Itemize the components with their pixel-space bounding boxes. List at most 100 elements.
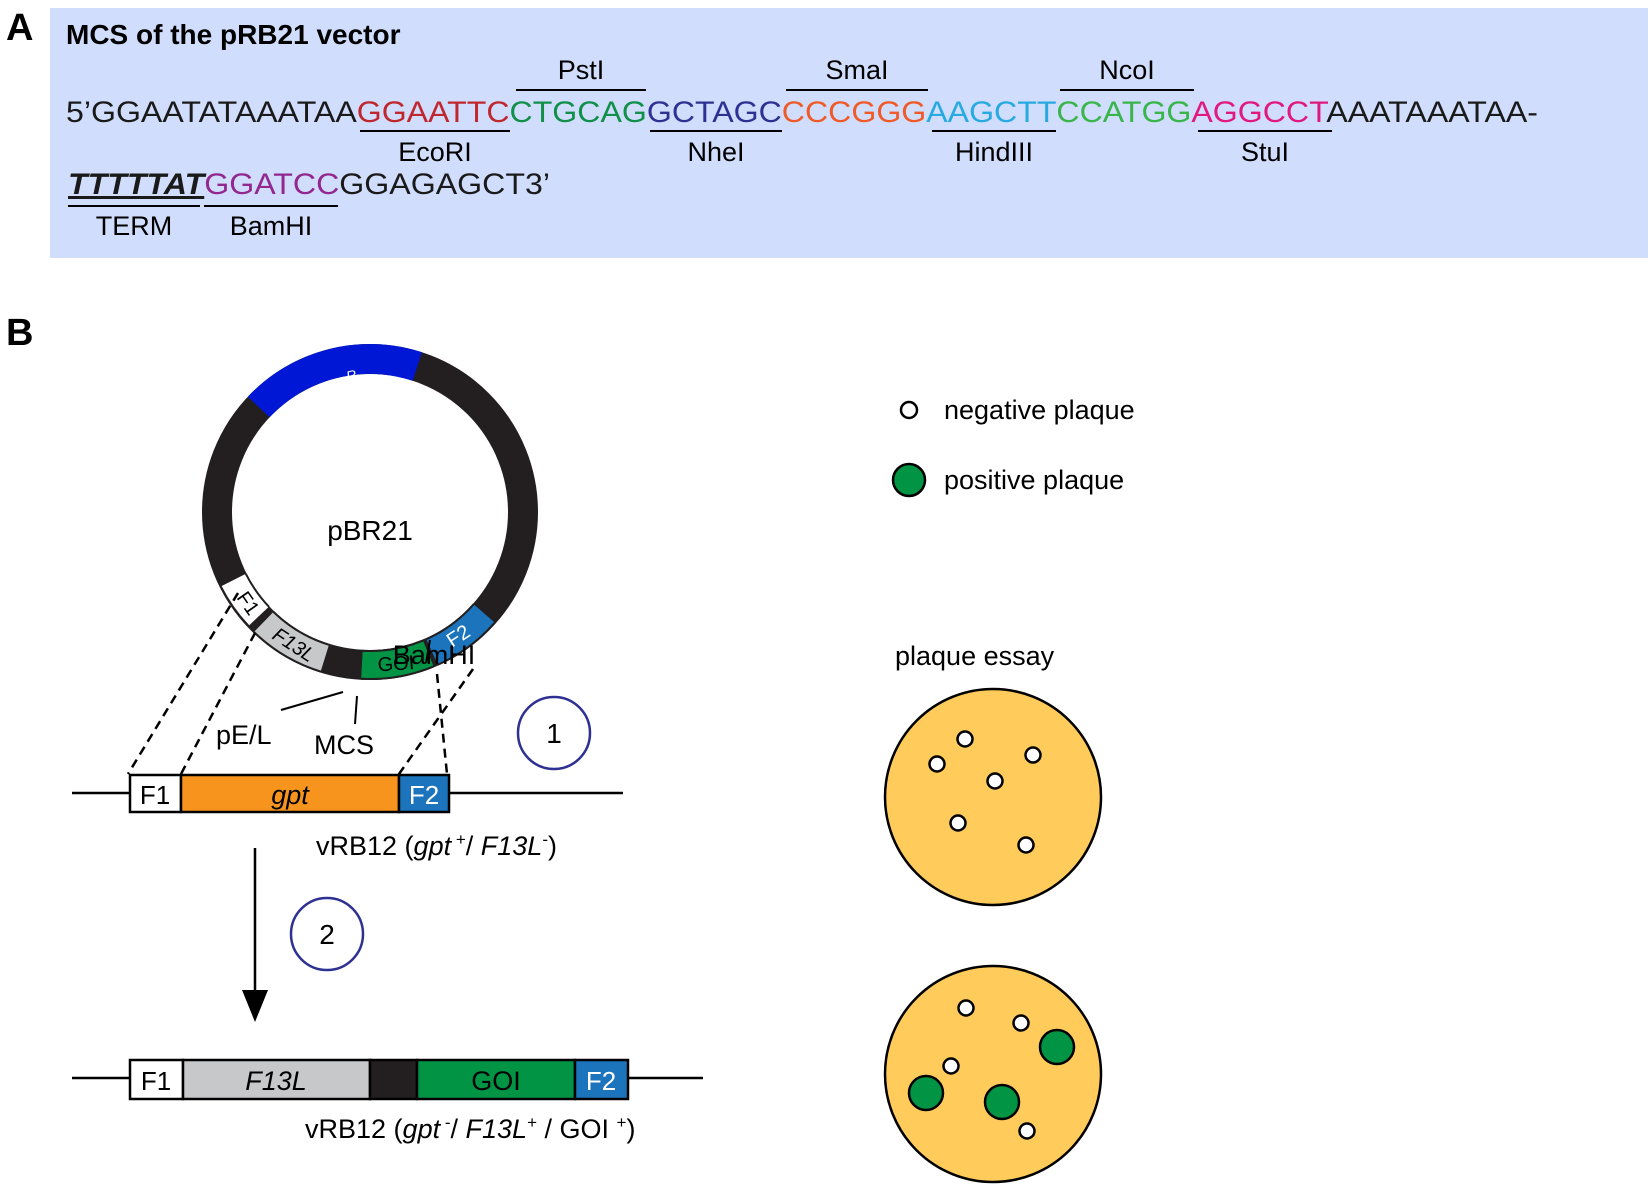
goi-plasmid-segment xyxy=(361,641,434,679)
plaque-assay-title: plaque essay xyxy=(895,641,1055,671)
c1-f1-label: F1 xyxy=(140,780,170,810)
negative-plaque xyxy=(942,1057,960,1075)
plasmid-name: pBR21 xyxy=(327,515,413,546)
bamhi-plasmid-label: BamHI xyxy=(393,640,476,670)
plaque-legend: negative plaque positive plaque xyxy=(891,395,1135,498)
c1-gpt-box xyxy=(179,773,401,814)
plaque-dish-2 xyxy=(883,964,1103,1184)
c2-goi-label: GOI xyxy=(471,1066,521,1096)
sequence-segment: GGAGAGCT3’ xyxy=(339,168,550,201)
site-label-ecoRI: EcoRI xyxy=(398,137,472,167)
c2-f13l-box xyxy=(181,1058,372,1101)
site-label-ncoI: NcoI xyxy=(1099,55,1155,85)
construct-gpt-positive: F1 gpt F2 vRB12 (gpt +/ F13L-) xyxy=(72,773,623,861)
positive-plaque xyxy=(1038,1028,1076,1066)
site-nheI: NheI xyxy=(650,130,782,167)
ampR-segment xyxy=(247,344,422,418)
step-1-circle xyxy=(516,695,592,771)
step-2-circle xyxy=(289,896,365,972)
site-label-pstI: PstI xyxy=(558,55,605,85)
site-bamHI: BamHI xyxy=(204,205,338,241)
pel-label: pE/L xyxy=(216,720,272,750)
c2-promoter-box xyxy=(368,1058,419,1101)
sequence-segment: GGATCC xyxy=(204,168,339,201)
negative-plaque xyxy=(1012,1014,1030,1032)
positive-plaque-marker xyxy=(891,462,927,498)
negative-plaque xyxy=(1017,836,1035,854)
negative-plaque xyxy=(1024,746,1042,764)
f13l-plasmid-segment xyxy=(254,612,330,671)
sequence-segment: CTGCAG xyxy=(510,96,647,129)
negative-plaque xyxy=(949,814,967,832)
site-label-nheI: NheI xyxy=(687,137,744,167)
site-label-stuI: StuI xyxy=(1241,137,1289,167)
sequence-segment: AGGCCT xyxy=(1191,96,1328,129)
site-label-bamHI: BamHI xyxy=(230,211,313,241)
mcs-title: MCS of the pRB21 vector xyxy=(66,19,401,50)
progress-arrow-head xyxy=(242,990,268,1022)
goi-plasmid-label: GOI xyxy=(377,652,415,677)
positive-plaque-label: positive plaque xyxy=(944,465,1124,495)
sequence-segment: CCCGGG xyxy=(782,96,926,129)
step-2-label: 2 xyxy=(319,919,335,950)
site-hindIII: HindIII xyxy=(932,130,1056,167)
sequence-segment: CCATGG xyxy=(1056,96,1191,129)
c1-f2-box xyxy=(397,773,451,814)
recombination-lines xyxy=(126,592,475,775)
f1-segment xyxy=(221,573,269,626)
c2-f13l-label: F13L xyxy=(245,1066,307,1096)
negative-plaque xyxy=(956,730,974,748)
c2-f2-label: F2 xyxy=(586,1066,616,1096)
dish-2 xyxy=(883,964,1103,1184)
negative-plaque xyxy=(957,999,975,1017)
site-ncoI: NcoI xyxy=(1060,55,1194,91)
mcs-sequence-box xyxy=(50,8,1648,258)
negative-plaque xyxy=(986,772,1004,790)
bamhi-pointer xyxy=(425,639,431,664)
f2-plasmid-segment xyxy=(426,604,494,664)
pel-pointer xyxy=(280,691,344,711)
negative-plaque-marker xyxy=(899,400,919,420)
site-term: TERM xyxy=(68,205,200,241)
negative-plaque-label: negative plaque xyxy=(944,395,1135,425)
construct-goi-positive: F1 F13L GOI F2 vRB12 (gpt -/ F13L+ / GOI… xyxy=(72,1058,703,1144)
mcs-pointer xyxy=(354,695,358,725)
site-label-hindIII: HindIII xyxy=(955,137,1033,167)
c2-goi-box xyxy=(415,1058,577,1101)
negative-plaque xyxy=(928,755,946,773)
sequence-segment: AAATAAATAA- xyxy=(1326,96,1538,129)
site-ecoRI: EcoRI xyxy=(360,130,510,167)
dish-1 xyxy=(883,687,1103,907)
site-label-smaI: SmaI xyxy=(825,55,888,85)
ampR-label: ampR xyxy=(303,366,361,405)
positive-plaque xyxy=(983,1083,1021,1121)
c2-f2-box xyxy=(573,1058,630,1101)
c2-f1-box xyxy=(128,1058,185,1101)
step-1-label: 1 xyxy=(546,718,562,749)
sequence-segment: AAGCTT xyxy=(926,96,1056,129)
positive-plaque xyxy=(907,1074,945,1112)
sequence-segment: GCTAGC xyxy=(647,96,782,129)
c2-caption: vRB12 (gpt -/ F13L+ / GOI +) xyxy=(305,1113,635,1144)
site-smaI: SmaI xyxy=(786,55,928,91)
c1-gpt-label: gpt xyxy=(271,780,310,810)
plasmid-map: ampR F1 F13L GOI F2 pBR21 BamHI pE/L MCS xyxy=(202,344,538,760)
panel-a-letter: A xyxy=(6,7,33,49)
c1-caption: vRB12 (gpt +/ F13L-) xyxy=(316,830,557,861)
plaque-dish-1 xyxy=(883,687,1103,907)
sequence-segment: 5’GGAATATAAATAA xyxy=(66,96,357,129)
site-pstI: PstI xyxy=(516,55,646,91)
site-label-term: TERM xyxy=(96,211,173,241)
site-stuI: StuI xyxy=(1198,130,1332,167)
c2-f1-label: F1 xyxy=(141,1066,171,1096)
negative-plaque xyxy=(1018,1122,1036,1140)
mcs-label: MCS xyxy=(314,730,374,760)
panel-b-letter: B xyxy=(6,312,33,354)
c1-f1-box xyxy=(128,773,183,814)
sequence-segment: GGAATTC xyxy=(357,96,510,129)
c1-f2-label: F2 xyxy=(409,780,439,810)
sequence-segment: TTTTTAT xyxy=(68,168,207,201)
